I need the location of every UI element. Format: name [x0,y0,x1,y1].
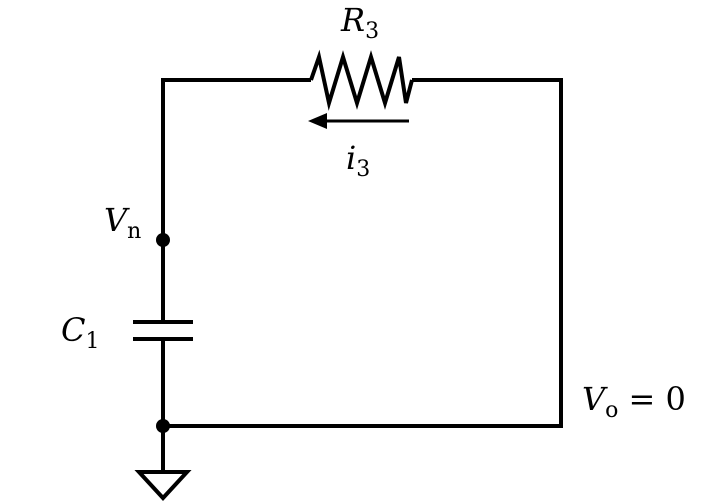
wire-left-top [161,78,311,240]
capacitor-label-sub: 1 [85,329,100,354]
wire-right-bottom [163,78,563,428]
ground-icon [134,470,192,501]
output-label-main: V [582,380,606,418]
output-label: Vo = 0 [582,383,686,422]
current-label: i3 [346,142,370,181]
node-vn-label-main: V [104,201,128,239]
node-vn-label: Vn [104,204,141,243]
node-ground-dot [156,419,170,433]
output-label-equals: = 0 [618,380,686,418]
resistor-label-sub: 3 [365,19,380,44]
output-label-sub: o [605,398,619,423]
resistor-label-main: R [341,1,366,39]
resistor-r3 [309,49,414,111]
node-vn-dot [156,233,170,247]
capacitor-label-main: C [61,311,86,349]
node-vn-label-sub: n [127,219,142,244]
resistor-label: R3 [341,4,379,43]
current-label-sub: 3 [356,157,371,182]
current-arrow-head-icon [308,113,327,129]
capacitor-label: C1 [61,314,99,353]
current-label-main: i [346,139,357,177]
